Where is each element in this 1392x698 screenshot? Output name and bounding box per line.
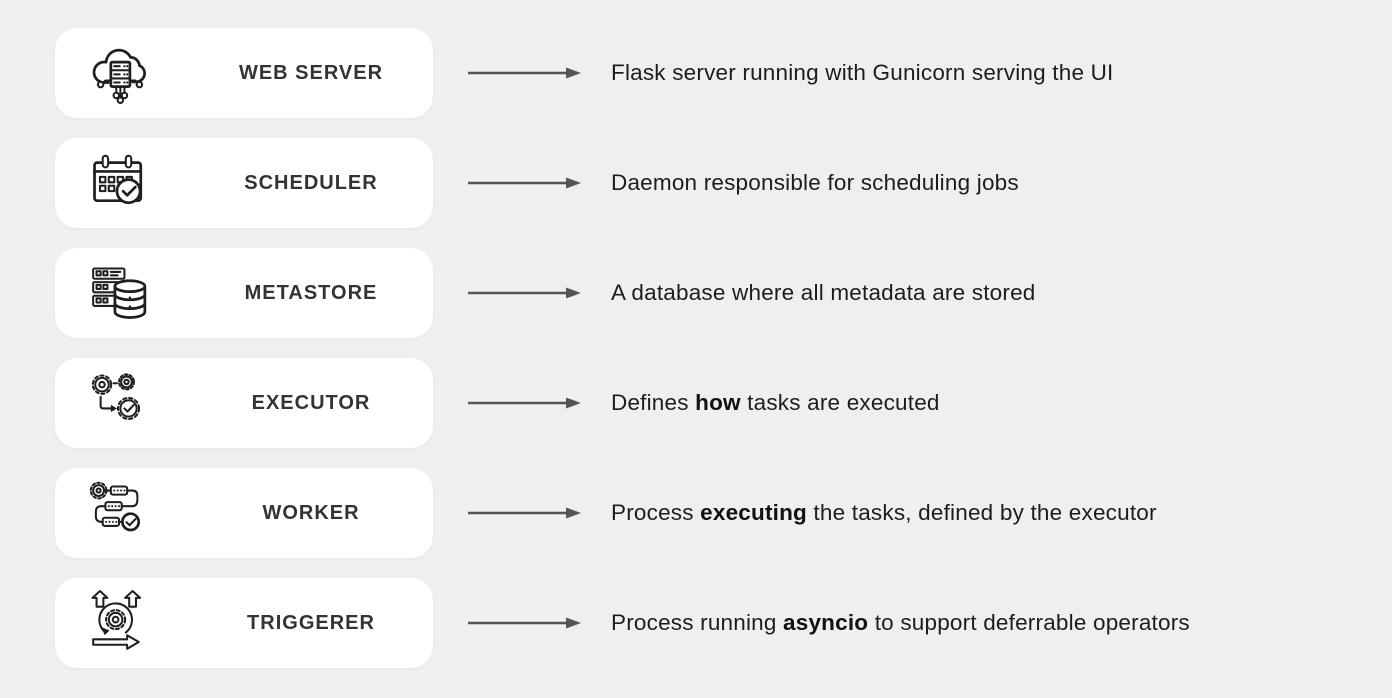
component-card-triggerer: TRIGGERER	[55, 578, 433, 668]
component-description: Daemon responsible for scheduling jobs	[611, 170, 1019, 195]
component-label: EXECUTOR	[251, 391, 371, 414]
right-arrow-icon	[467, 65, 583, 81]
component-label: SCHEDULER	[244, 171, 378, 194]
right-arrow-icon	[467, 175, 583, 191]
cloud-server-icon	[85, 39, 153, 107]
right-arrow-icon	[467, 505, 583, 521]
component-label: WORKER	[262, 501, 360, 524]
component-description: Process running asyncio to support defer…	[611, 610, 1190, 635]
component-description: Defines how tasks are executed	[611, 390, 940, 415]
right-arrow-icon	[467, 285, 583, 301]
component-row-web-server: WEB SERVER Flask server running with Gun…	[0, 28, 1392, 118]
component-row-triggerer: TRIGGERER Process running asyncio to sup…	[0, 578, 1392, 668]
component-label: WEB SERVER	[238, 61, 384, 84]
gears-flow-icon	[85, 369, 153, 437]
component-row-executor: EXECUTOR Defines how tasks are executed	[0, 358, 1392, 448]
component-label: METASTORE	[244, 281, 378, 304]
database-server-icon	[85, 259, 153, 327]
sprint-loop-gear-icon	[85, 589, 153, 657]
right-arrow-icon	[467, 395, 583, 411]
component-description: Flask server running with Gunicorn servi…	[611, 60, 1114, 85]
right-arrow-icon	[467, 615, 583, 631]
calendar-check-icon	[85, 149, 153, 217]
component-card-worker: WORKER	[55, 468, 433, 558]
gear-pipeline-check-icon	[85, 479, 153, 547]
component-description: Process executing the tasks, defined by …	[611, 500, 1157, 525]
component-card-metastore: METASTORE	[55, 248, 433, 338]
component-row-metastore: METASTORE A database where all metadata …	[0, 248, 1392, 338]
component-card-web-server: WEB SERVER	[55, 28, 433, 118]
component-card-scheduler: SCHEDULER	[55, 138, 433, 228]
component-row-worker: WORKER Process executing the tasks, defi…	[0, 468, 1392, 558]
component-card-executor: EXECUTOR	[55, 358, 433, 448]
component-label: TRIGGERER	[247, 611, 375, 634]
component-row-scheduler: SCHEDULER Daemon responsible for schedul…	[0, 138, 1392, 228]
component-description: A database where all metadata are stored	[611, 280, 1036, 305]
